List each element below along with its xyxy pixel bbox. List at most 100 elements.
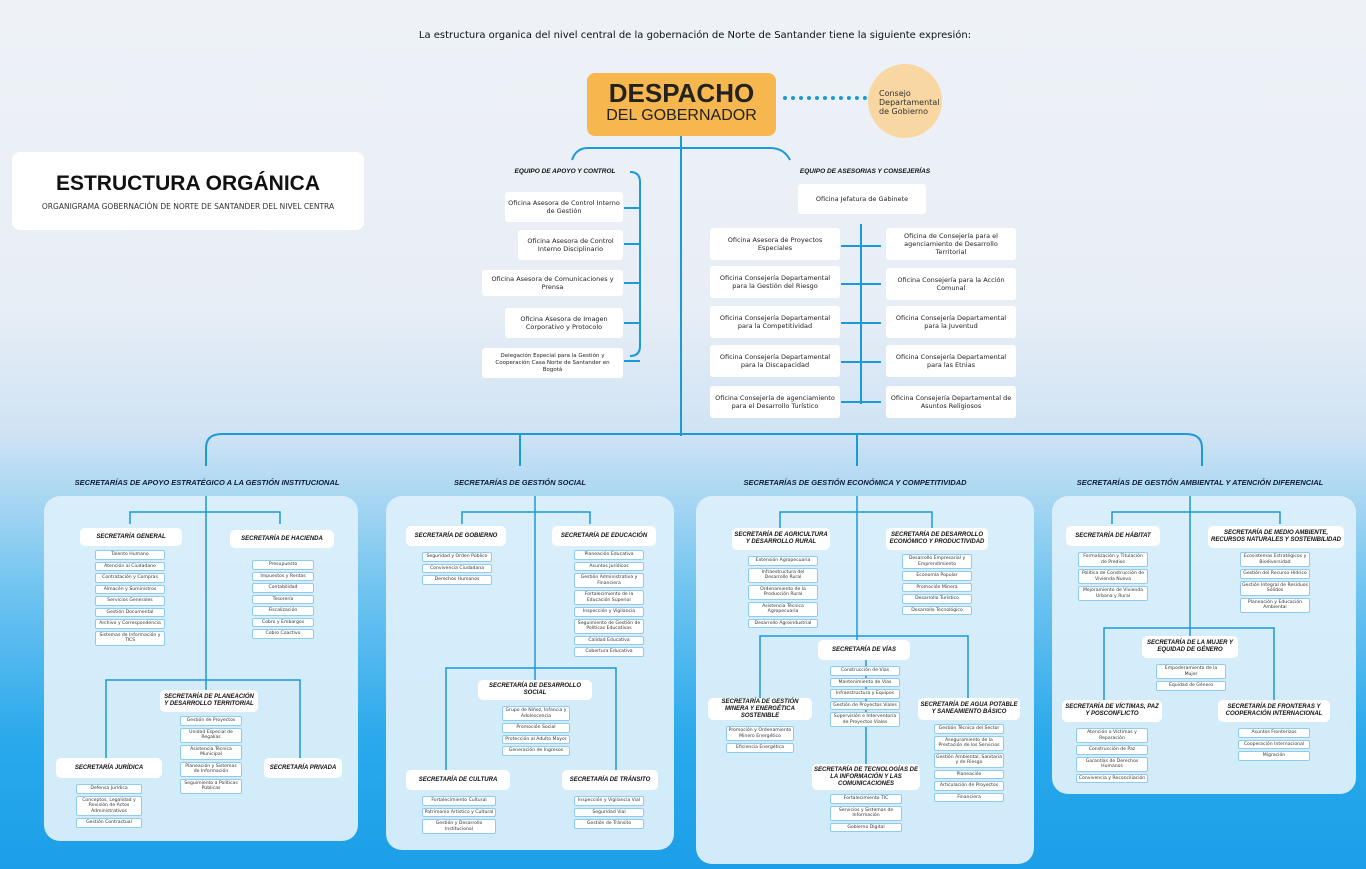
sub-item: Derechos Humanos	[422, 575, 492, 585]
jefatura-box: Oficina Jefatura de Gabinete	[798, 184, 926, 214]
sub-item: Equidad de Género	[1156, 681, 1226, 691]
sub-item: Servicios y Sistemas de Información	[830, 805, 902, 821]
title-card: ESTRUCTURA ORGÁNICA ORGANIGRAMA GOBERNAC…	[12, 152, 364, 230]
sub-item: Aseguramiento de la Prestación de los Se…	[934, 735, 1004, 751]
asesoria-right: Oficina Consejería Departamental para la…	[886, 306, 1016, 338]
sub-list-vias: Construcción de Vías Mantenimiento de Ví…	[830, 666, 900, 727]
asesoria-left: Oficina Consejería Departamental para la…	[710, 306, 840, 338]
sub-item: Gestión Técnica del Sector	[934, 724, 1004, 734]
sub-item: Gestión y Desarrollo Institucional	[422, 819, 496, 834]
despacho-line1: DESPACHO	[608, 78, 755, 108]
sub-item: Gestión Documental	[95, 607, 165, 617]
apoyo-item: Delegación Especial para la Gestión y Co…	[482, 348, 623, 378]
sub-item: Conceptos, Legalidad y Revisión de Actos…	[76, 795, 142, 816]
sub-item: Defensa Jurídica	[76, 784, 142, 794]
sub-list-medio-ambiente: Ecosistemas Estratégicos y Biodiversidad…	[1240, 552, 1310, 613]
sub-list-educacion: Planeación Educativa Asuntos Jurídicos G…	[574, 550, 644, 657]
page-title: ESTRUCTURA ORGÁNICA	[55, 172, 321, 195]
sec-vias: SECRETARÍA DE VÍAS	[818, 640, 910, 660]
sub-item: Seguridad y Orden Público	[422, 552, 492, 562]
sec-fronteras: SECRETARÍA DE FRONTERAS Y COOPERACIÓN IN…	[1218, 700, 1330, 722]
sub-item: Fortalecimiento Cultural	[422, 796, 496, 806]
asesoria-right: Oficina Consejería Departamental para la…	[886, 345, 1016, 377]
sub-item: Gestión de Proyectos Viales	[830, 700, 900, 710]
sub-item: Infraestructura del Desarrollo Rural	[748, 567, 818, 583]
consejo-line1: Consejo	[879, 89, 911, 98]
sub-list-habitat: Formalización y Titulación de Predios Po…	[1078, 552, 1148, 601]
sub-item: Financiera	[934, 792, 1004, 802]
sub-list-desarrollo-economico: Desarrollo Empresarial y Emprendimiento …	[902, 554, 972, 615]
asesoria-left: Oficina Asesora de Proyectos Especiales	[710, 228, 840, 260]
sub-list-transito: Inspección y Vigilancia Vial Seguridad V…	[574, 796, 644, 829]
sec-medio-ambiente: SECRETARÍA DE MEDIO AMBIENTE, RECURSOS N…	[1208, 526, 1344, 548]
asesoria-left: Oficina Consejería Departamental para la…	[710, 345, 840, 377]
dotted-connector	[783, 96, 867, 100]
group-title-economica: SECRETARÍAS DE GESTIÓN ECONÓMICA Y COMPE…	[743, 478, 967, 487]
sub-item: Eficiencia Energética	[726, 743, 794, 753]
sub-item: Seguimiento a Políticas Públicas	[180, 778, 242, 794]
sub-item: Asuntos Fronterizos	[1238, 728, 1310, 738]
group-title-ambiental: SECRETARÍAS DE GESTIÓN AMBIENTAL Y ATENC…	[1076, 478, 1324, 487]
sub-item: Articulación de Proyectos	[934, 781, 1004, 791]
apoyo-item: Oficina Asesora de Control Interno de Ge…	[505, 192, 623, 222]
asesoria-right: Oficina de Consejería para el agenciamie…	[886, 228, 1016, 260]
sub-item: Atención al Ciudadano	[95, 561, 165, 571]
despacho-box: DESPACHO DEL GOBERNADOR	[587, 73, 776, 136]
consejo-line3: de Gobierno	[879, 107, 928, 116]
sub-item: Patrimonio Artístico y Cultural	[422, 807, 496, 817]
sec-habitat: SECRETARÍA DE HÁBITAT	[1066, 526, 1160, 546]
asesoria-right: Oficina Consejería para la Acción Comuna…	[886, 268, 1016, 300]
sub-item: Asuntos Jurídicos	[574, 561, 644, 571]
sub-item: Planeación y Educación Ambiental	[1240, 597, 1310, 613]
sec-tic: SECRETARÍA DE TECNOLOGÍAS DE LA INFORMAC…	[812, 764, 920, 790]
sub-list-hacienda: Presupuesto Impuestos y Rentas Contabili…	[252, 560, 314, 639]
sub-item: Desarrollo Tecnológico	[902, 605, 972, 615]
sub-list-juridica: Defensa Jurídica Conceptos, Legalidad y …	[76, 784, 142, 828]
sub-item: Construcción de Vías	[830, 666, 900, 676]
sub-item: Contratación y Compras	[95, 573, 165, 583]
sub-item: Mejoramiento de Vivienda Urbana y Rural	[1078, 586, 1148, 601]
sub-item: Seguimiento de Gestión de Políticas Educ…	[574, 618, 644, 634]
sub-item: Migración	[1238, 751, 1310, 761]
sec-cultura: SECRETARÍA DE CULTURA	[406, 770, 510, 790]
sub-item: Garantías de Derechos Humanos	[1076, 756, 1148, 772]
sec-transito: SECRETARÍA DE TRÁNSITO	[562, 770, 658, 790]
sec-agricultura: SECRETARÍA DE AGRICULTURA Y DESARROLLO R…	[732, 528, 830, 550]
sec-agua-potable: SECRETARÍA DE AGUA POTABLE Y SANEAMIENTO…	[918, 698, 1020, 720]
apoyo-item: Oficina Asesora de Imagen Corporativo y …	[505, 308, 623, 338]
sub-item: Infraestructura y Equipos	[830, 689, 900, 699]
asesoria-right: Oficina Consejería Departamental de Asun…	[886, 386, 1016, 418]
sub-item: Ecosistemas Estratégicos y Biodiversidad	[1240, 552, 1310, 567]
sub-item: Contabilidad	[252, 583, 314, 593]
sub-item: Talento Humano	[95, 550, 165, 560]
sub-list-victimas: Atención a Víctimas y Reparación Constru…	[1076, 728, 1148, 783]
sub-item: Planeación y Sistemas de Información	[180, 761, 242, 777]
sub-list-gobierno: Seguridad y Orden Público Convivencia Ci…	[422, 552, 492, 585]
sub-item: Cobro Coactivo	[252, 629, 314, 639]
sub-list-agua-potable: Gestión Técnica del Sector Aseguramiento…	[934, 724, 1004, 802]
sub-item: Desarrollo Turístico	[902, 594, 972, 604]
sub-list-gestion-minera: Promoción y Ordenamiento Minero Energéti…	[726, 726, 794, 753]
sec-privada: SECRETARÍA PRIVADA	[264, 758, 342, 778]
sec-general: SECRETARÍA GENERAL	[80, 528, 182, 546]
sub-list-fronteras: Asuntos Fronterizos Cooperación Internac…	[1238, 728, 1310, 761]
sub-item: Unidad Especial de Regalías	[180, 727, 242, 743]
asesoria-left: Oficina Consejería de agenciamiento para…	[710, 386, 840, 418]
sub-item: Desarrollo Empresarial y Emprendimiento	[902, 554, 972, 569]
apoyo-label: EQUIPO DE APOYO Y CONTROL	[514, 168, 616, 175]
sub-item: Gestión de Proyectos	[180, 716, 242, 726]
sec-planeacion: SECRETARÍA DE PLANEACIÓN Y DESARROLLO TE…	[160, 690, 258, 712]
group-title-apoyo: SECRETARÍAS DE APOYO ESTRATÉGICO A LA GE…	[74, 478, 340, 487]
sub-item: Asistencia Técnica Municipal	[180, 744, 242, 760]
sub-list-agricultura: Extensión Agropecuaria Infraestructura d…	[748, 556, 818, 628]
sub-item: Fiscalización	[252, 606, 314, 616]
sub-list-desarrollo-social: Grupo de Niñez, Infancia y Adolescencia …	[502, 706, 570, 756]
sub-list-tic: Fortalecimiento TIC Servicios y Sistemas…	[830, 794, 902, 832]
sub-item: Planeación	[934, 769, 1004, 779]
despacho-line2: DEL GOBERNADOR	[606, 107, 757, 124]
sub-item: Grupo de Niñez, Infancia y Adolescencia	[502, 706, 570, 721]
sub-item: Gobierno Digital	[830, 822, 902, 832]
consejo-circle: Consejo Departamental de Gobierno	[868, 64, 942, 138]
sec-desarrollo-economico: SECRETARÍA DE DESARROLLO ECONÓMICO Y PRO…	[886, 528, 988, 550]
